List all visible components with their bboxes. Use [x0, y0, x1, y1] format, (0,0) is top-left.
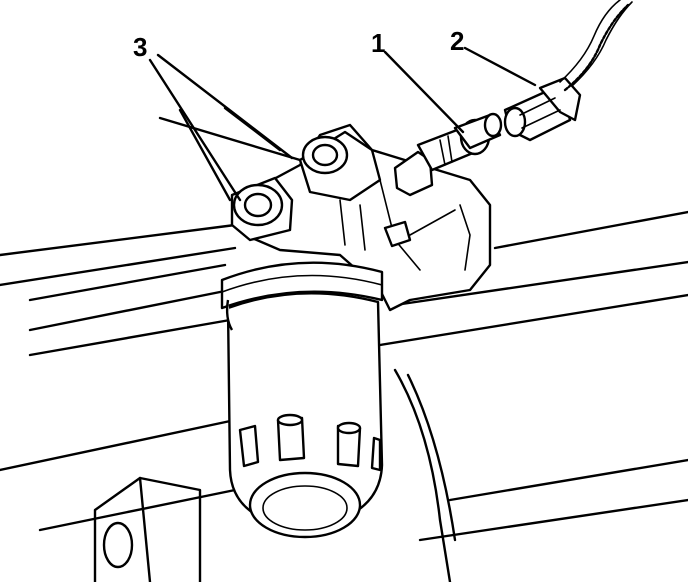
callout-1: 1 — [371, 28, 385, 58]
leader-lines — [148, 46, 537, 202]
oil-filter — [220, 261, 384, 539]
sensor-connector — [503, 76, 582, 142]
callout-2: 2 — [450, 26, 464, 56]
oil-pressure-sensor — [393, 112, 503, 197]
engine-block — [0, 106, 688, 582]
callout-3: 3 — [133, 32, 147, 62]
wire-harness — [559, 0, 633, 92]
